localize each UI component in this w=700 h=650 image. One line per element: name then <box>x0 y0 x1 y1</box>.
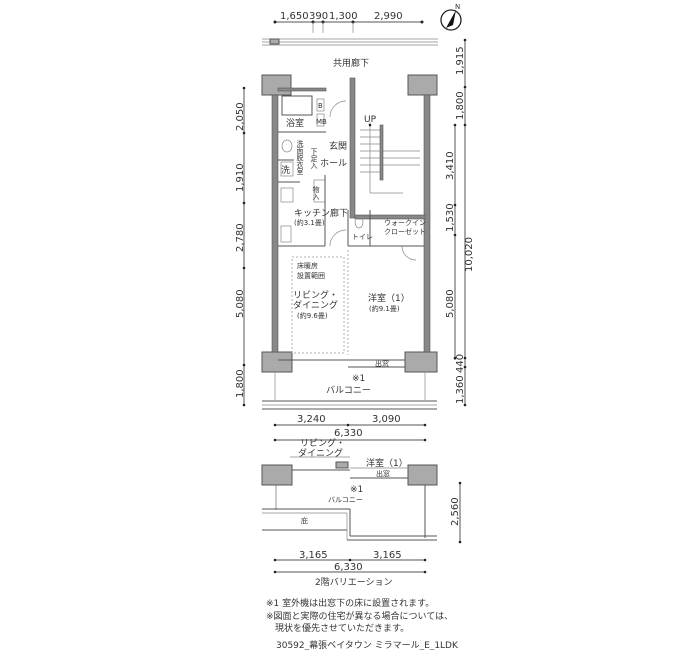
room-label-balcony: バルコニー <box>326 385 371 396</box>
dim-label: 1,300 <box>329 11 358 22</box>
room-label-toilet: トイレ <box>352 233 373 241</box>
dim-label: 2,990 <box>374 11 403 22</box>
dim-label: 5,080 <box>445 289 456 318</box>
dim-label: 3,165 <box>373 550 402 561</box>
dim-label: 440 <box>455 354 466 373</box>
variation-title: 2階バリエーション <box>315 577 393 588</box>
dim-label: 1,650 <box>280 11 309 22</box>
room-label-living: リビング・ <box>300 437 345 449</box>
label-mb: MB <box>316 118 327 126</box>
variation-plan: リビング・ ダイニング 洋室（1） 出窓 ※1 バルコニー 庇 2,560 3,… <box>261 437 462 588</box>
room-label-western: 洋室（1） <box>368 292 410 304</box>
note-mark: ※1 <box>350 485 363 495</box>
room-size-living: (約9.6畳) <box>297 311 328 320</box>
dim-label: 1,800 <box>235 369 246 398</box>
room-label-bath: 浴室 <box>286 117 304 129</box>
room-labels: 浴室 B MB 洗面脱衣室 洗 下足入 玄関 ホール 物入 キッチン (約3.1… <box>281 102 426 396</box>
room-label-hallway: 廊下 <box>330 207 348 219</box>
label-wash: 洗 <box>281 164 290 176</box>
dim-label: 5,080 <box>235 289 246 318</box>
room-label-hall: ホール <box>320 158 347 169</box>
dim-label: 1,360 <box>455 375 466 404</box>
dim-label: 3,090 <box>372 414 401 425</box>
room-label-western: 洋室（1） <box>366 457 408 469</box>
label-storage: 物入 <box>312 185 320 200</box>
room-size-kitchen: (約3.1畳) <box>294 218 325 227</box>
compass-icon: N <box>440 3 462 31</box>
note-mark: ※1 <box>352 374 365 384</box>
label-eaves: 庇 <box>301 516 308 525</box>
label-b: B <box>318 102 323 110</box>
note-line: 現状を優先させていただきます。 <box>275 622 409 634</box>
dim-label: 390 <box>309 11 328 22</box>
floor-heating-label: 床暖房 <box>297 261 318 270</box>
note-line: ※1 室外機は出窓下の床に設置されます。 <box>266 597 434 609</box>
room-label-living: リビング・ <box>293 289 338 301</box>
bottom-dimensions: 3,240 3,090 6,330 <box>273 414 427 442</box>
dim-label: 3,410 <box>445 151 456 180</box>
dim-label: 1,530 <box>445 203 456 232</box>
floor-heating-label: 設置範囲 <box>297 271 325 280</box>
dim-label: 1,915 <box>455 46 466 75</box>
dim-label: 2,050 <box>235 102 246 131</box>
room-label-kitchen: キッチン <box>294 208 330 219</box>
label-bay-window: 出窓 <box>376 469 390 478</box>
dim-total: 6,330 <box>334 428 363 439</box>
dim-label: 1,800 <box>455 91 466 120</box>
dim-label: 3,240 <box>297 414 326 425</box>
dim-label: 2,560 <box>450 497 461 526</box>
compass-label: N <box>455 3 460 11</box>
top-dimensions: 1,650 390 1,300 2,990 <box>273 11 424 33</box>
room-label-balcony: バルコニー <box>328 496 363 504</box>
room-label-wic: クローゼット <box>384 227 426 236</box>
room-label-living: ダイニング <box>298 447 343 459</box>
room-label-washroom: 洗面脱衣室 <box>296 139 304 175</box>
room-label-wic: ウォークイン <box>384 219 426 227</box>
room-label-corridor: 共用廊下 <box>333 57 369 69</box>
dim-label: 3,165 <box>299 550 328 561</box>
dim-total: 6,330 <box>334 562 363 573</box>
plan-caption: 30592_幕張ベイタウン ミラマール_E_1LDK <box>276 639 459 650</box>
label-bay-window: 出窓 <box>375 359 389 368</box>
left-dimensions: 2,050 1,910 2,780 5,080 1,800 <box>235 86 246 407</box>
dim-total: 10,020 <box>464 237 475 272</box>
label-shoe: 下足入 <box>310 148 318 169</box>
right-dimensions: 1,915 1,800 3,410 1,530 5,080 440 1,360 … <box>445 38 475 407</box>
note-line: ※図面と実際の住宅が異なる場合については、 <box>266 610 453 622</box>
stair-up-label: UP <box>364 115 377 125</box>
dim-label: 1,910 <box>235 163 246 192</box>
room-label-entrance: 玄関 <box>329 140 347 152</box>
dim-label: 2,780 <box>235 223 246 252</box>
room-label-living: ダイニング <box>293 299 338 311</box>
room-size-western: (約9.1畳) <box>369 304 400 313</box>
